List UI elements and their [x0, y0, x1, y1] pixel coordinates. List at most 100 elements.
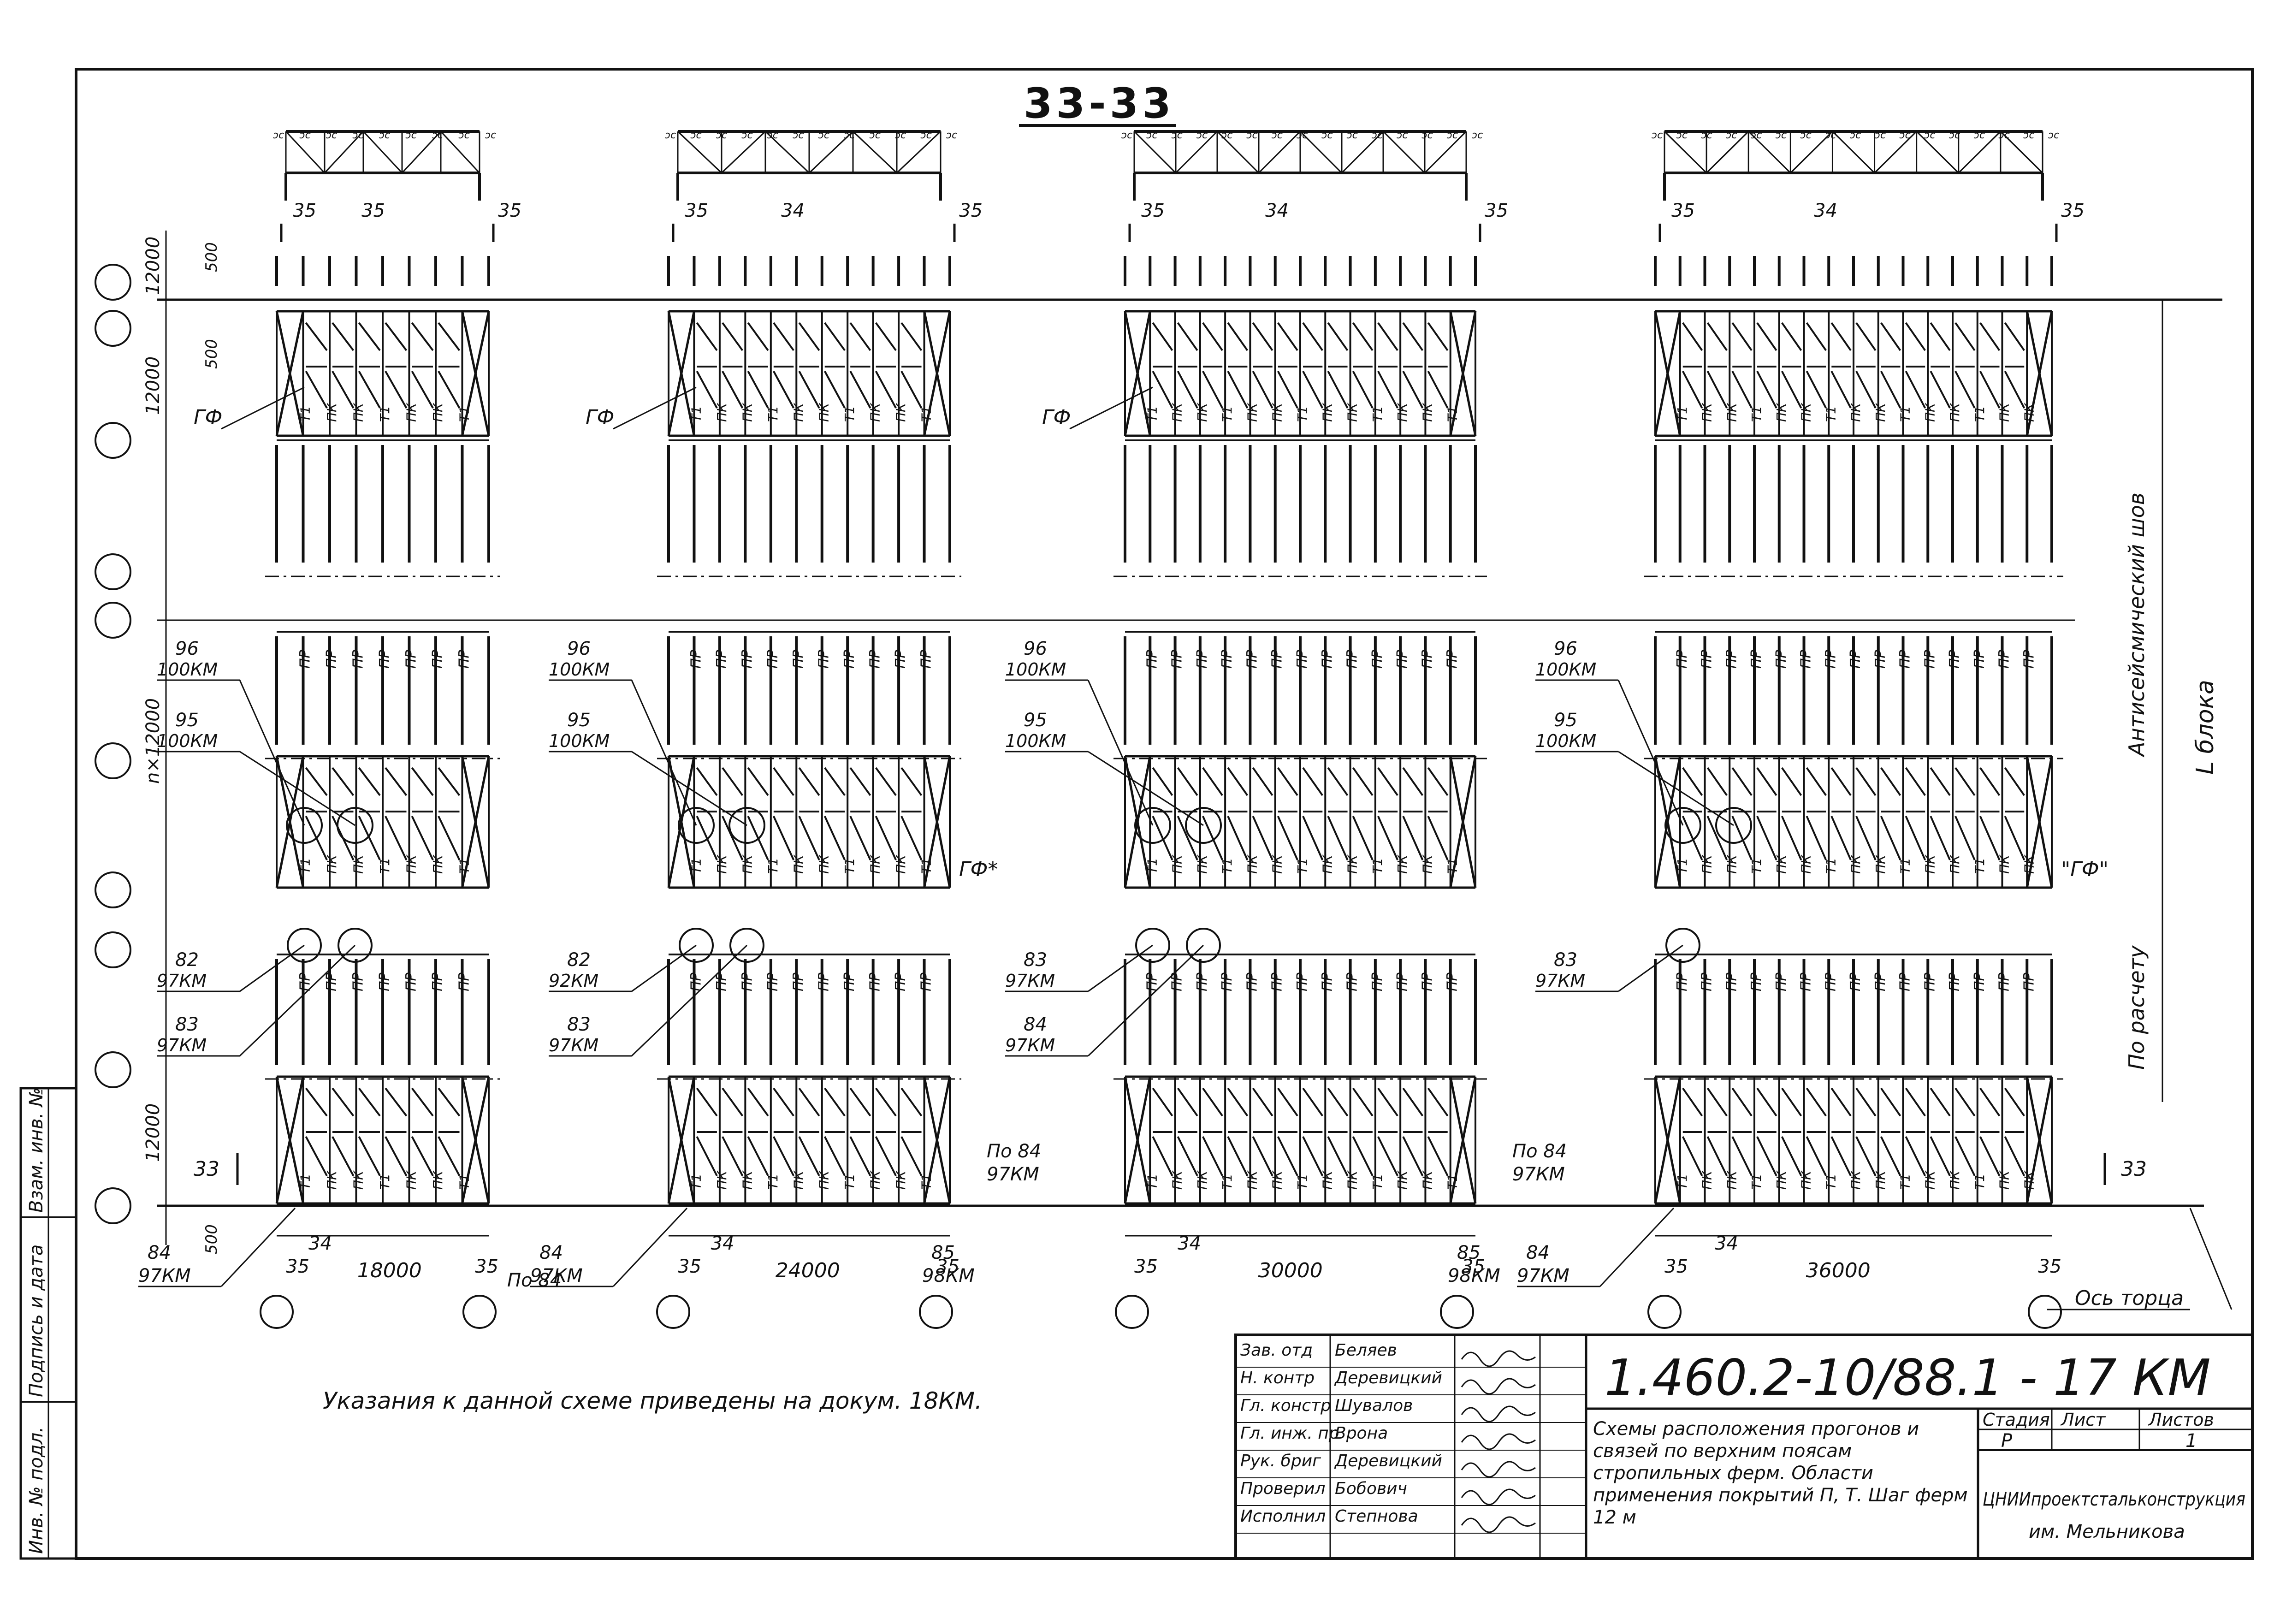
label-pk: ПК: [430, 854, 445, 874]
title-stage-header: Стадия: [1983, 1410, 2050, 1430]
brace-diagonal: [1979, 816, 2001, 860]
label-pk: ПК: [1345, 854, 1360, 874]
brace-diagonal: [1682, 1136, 1703, 1176]
brace-diagonal: [1302, 767, 1323, 796]
purlin-section-symbol: ɔc: [300, 130, 311, 141]
brace-diagonal: [1756, 816, 1777, 860]
role-label: Гл. инж. пр: [1240, 1424, 1339, 1443]
label-pr: ПР: [1419, 972, 1435, 991]
truss-diagonal: [1748, 130, 1791, 174]
mark-35-right: 35: [1485, 200, 1508, 221]
callout-circle: [1185, 807, 1222, 844]
role-name: Врона: [1335, 1424, 1388, 1443]
label-pk: ПК: [324, 854, 339, 874]
callout-leader: [631, 944, 697, 992]
label-t1: Т1: [1898, 406, 1913, 422]
bottom-callout-code: 97КМ: [138, 1265, 191, 1286]
brace-diagonal: [332, 767, 355, 796]
signature-scribble: [1461, 1461, 1536, 1478]
label-pk: ПК: [1774, 854, 1789, 874]
gf-leader: [613, 386, 697, 430]
purlin-section-symbol: ɔc: [1172, 130, 1183, 141]
label-gf-mid: ГФ*: [959, 858, 998, 881]
brace-diagonal: [849, 371, 871, 409]
label-pk: ПК: [740, 1170, 755, 1190]
brace-diagonal: [1227, 816, 1249, 860]
left-dim-12000-upper: 12000: [142, 356, 164, 415]
end-axis-diag: [2189, 1208, 2233, 1310]
label-pk: ПК: [1320, 403, 1335, 422]
brace-diagonal: [1202, 371, 1223, 409]
brace-diagonal: [1930, 816, 1951, 860]
label-pr: ПР: [1144, 649, 1160, 669]
label-pr: ПР: [2021, 972, 2037, 991]
brace-diagonal: [1352, 371, 1374, 409]
brace-diagonal: [747, 322, 769, 351]
purlin-section-symbol: ɔc: [1447, 130, 1458, 141]
brace-diagonal: [438, 371, 461, 409]
purlin-section-symbol: ɔc: [1397, 130, 1408, 141]
purlin-section-symbol: ɔc: [690, 130, 701, 141]
brace-diagonal: [358, 767, 381, 796]
brace-diagonal: [1427, 767, 1449, 796]
label-block-length: L блока: [2191, 680, 2219, 775]
role-label: Зав. отд: [1240, 1341, 1313, 1360]
purlin-section-symbol: ɔc: [273, 130, 284, 141]
brace-diagonal: [1855, 322, 1877, 351]
brace-diagonal: [438, 767, 461, 796]
mark-35-right: 35: [2061, 200, 2085, 221]
callout-code: 100КМ: [157, 659, 218, 680]
brace-diagonal: [1880, 371, 1901, 409]
label-pk: ПК: [1873, 403, 1888, 422]
label-pr: ПР: [2021, 649, 2037, 669]
brace-diagonal: [1427, 371, 1449, 409]
bottom-mark-left: 35: [1134, 1256, 1158, 1277]
brace-diagonal: [1706, 816, 1728, 860]
title-description: Схемы расположения прогонов и связей по …: [1593, 1418, 1968, 1528]
purlin-section-symbol: ɔc: [485, 130, 496, 141]
brace-diagonal: [1277, 1136, 1298, 1176]
brace-diagonal: [747, 371, 769, 409]
brace-diagonal: [798, 767, 820, 796]
bottom-leader: [612, 1207, 688, 1287]
label-pk: ПК: [1799, 854, 1814, 874]
brace-diagonal: [772, 816, 795, 860]
brace-diagonal: [438, 322, 461, 351]
label-pk: ПК: [817, 1170, 832, 1190]
purlin-section-symbol: ɔc: [1974, 130, 1985, 141]
bottom-right-code: 98КМ: [1448, 1265, 1500, 1286]
bottom-right-code: 98КМ: [922, 1265, 975, 1286]
brace-diagonal: [773, 1136, 795, 1176]
brace-diagonal: [1302, 1087, 1323, 1117]
left-dim-500-b: 500: [202, 339, 221, 369]
brace-diagonal: [332, 371, 355, 409]
callout-circle: [728, 807, 765, 844]
label-pr: ПР: [1419, 649, 1435, 669]
brace-diagonal: [1327, 767, 1349, 796]
label-pr: ПР: [867, 972, 883, 991]
label-pk: ПК: [1420, 854, 1435, 874]
label-pr: ПР: [1773, 649, 1789, 669]
brace-diagonal: [1954, 371, 1976, 409]
brace-diagonal: [1880, 1087, 1901, 1117]
role-name: Степнова: [1335, 1507, 1418, 1526]
brace-diagonal: [696, 816, 718, 860]
callout-leader: [1618, 944, 1683, 992]
brace-diagonal: [1880, 322, 1901, 351]
label-t1: Т1: [1972, 858, 1987, 874]
label-t1: Т1: [1295, 858, 1310, 874]
label-pk: ПК: [714, 854, 729, 874]
label-end-axis: Ось торца: [2075, 1286, 2184, 1310]
label-t1: Т1: [1823, 858, 1838, 874]
title-doc-code: 1.460.2-10/88.1 - 17 КМ: [1605, 1349, 2211, 1407]
label-pr: ПР: [1194, 972, 1210, 991]
brace-diagonal: [1352, 322, 1374, 351]
label-pk: ПК: [1922, 403, 1937, 422]
callout-number: 95: [1554, 710, 1577, 731]
role-name: Шувалов: [1335, 1396, 1413, 1415]
purlin-section-symbol: ɔc: [1421, 130, 1433, 141]
label-pk: ПК: [868, 1170, 883, 1190]
brace-diagonal: [1152, 1136, 1173, 1176]
brace-diagonal: [385, 816, 408, 860]
